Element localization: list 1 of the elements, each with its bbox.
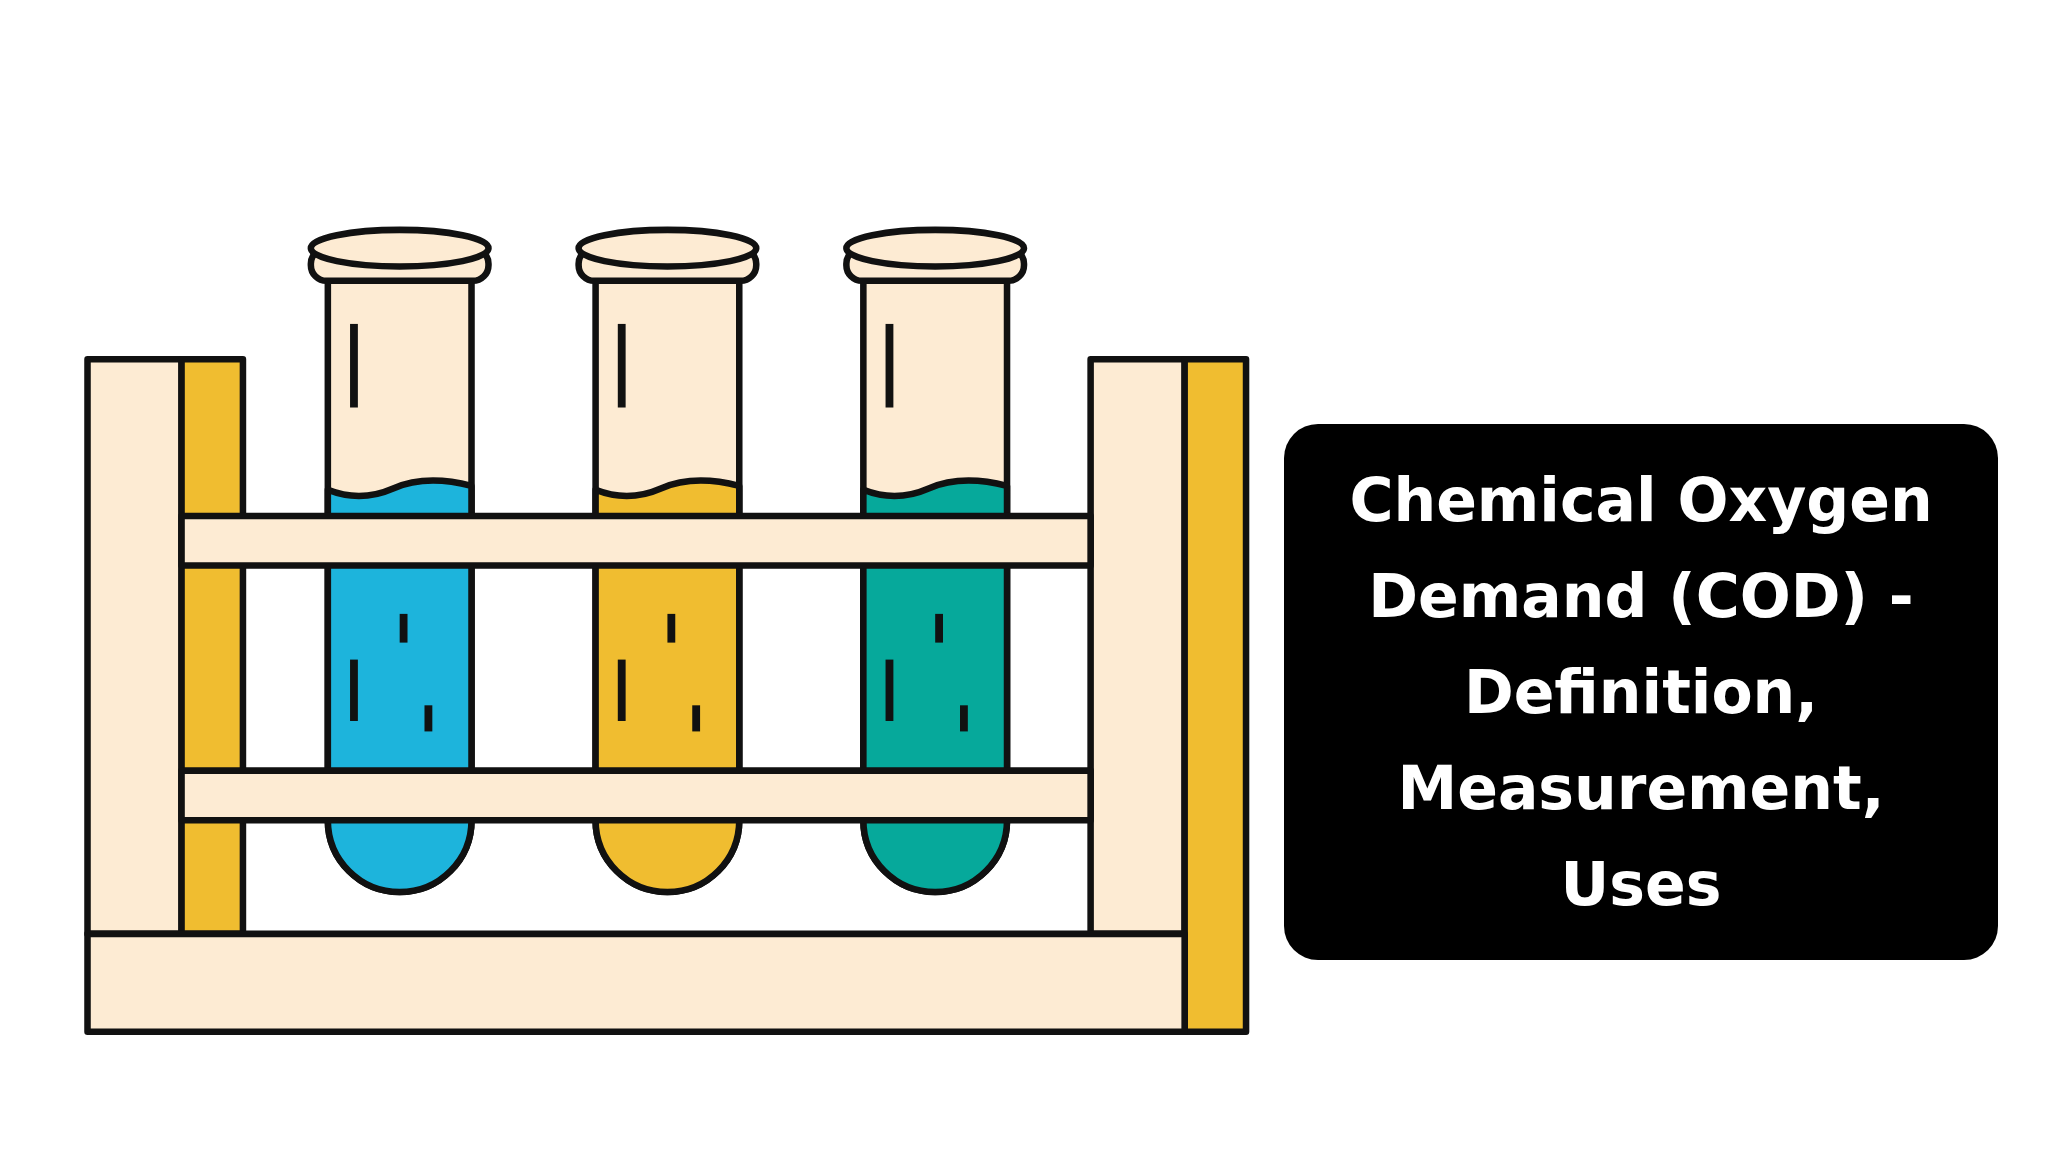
title: Chemical Oxygen Demand (COD) - Definition, Measurement, Uses bbox=[1284, 424, 1998, 960]
